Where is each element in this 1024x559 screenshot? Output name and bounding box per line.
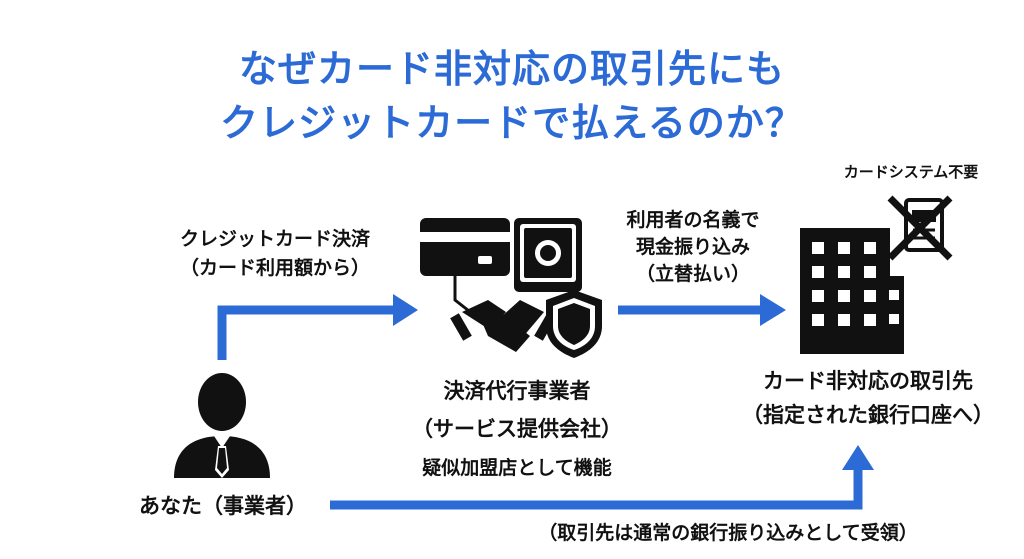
card-payment-label: クレジットカード決済 (179, 228, 370, 250)
cash-transfer-label-1: 利用者の名義で (626, 209, 760, 231)
cash-transfer-note: （立替払い） (635, 263, 750, 285)
you-label: あなた（事業者） (139, 494, 307, 518)
title-line-1: なぜカード非対応の取引先にも (238, 47, 785, 91)
credit-card-icon (420, 218, 510, 276)
bottom-note: （取引先は通常の銀行振り込みとして受領） (538, 522, 918, 544)
card-payment-note: （カード利用額から） (179, 257, 370, 279)
no-card-system-label: カードシステム不要 (843, 163, 979, 181)
partner-account: （指定された銀行口座へ） (742, 403, 994, 427)
person-icon (174, 373, 270, 478)
handshake-icon (450, 300, 556, 352)
agent-name: 決済代行事業者 (443, 379, 591, 403)
building-icon (800, 228, 904, 354)
shield-icon (546, 290, 602, 358)
agent-subtitle: （サービス提供会社） (412, 417, 622, 441)
cash-transfer-label-2: 現金振り込み (635, 236, 750, 258)
arrow-agent-to-partner (618, 294, 786, 326)
arrow-bottom-to-partner (330, 445, 874, 510)
partner-name: カード非対応の取引先 (763, 369, 973, 393)
agent-role: 疑似加盟店として機能 (422, 457, 612, 479)
crossed-terminal-icon (887, 195, 953, 261)
arrow-you-to-agent (217, 294, 418, 360)
title-line-2: クレジットカードで払えるのか？ (220, 101, 804, 145)
safe-icon (514, 218, 582, 292)
